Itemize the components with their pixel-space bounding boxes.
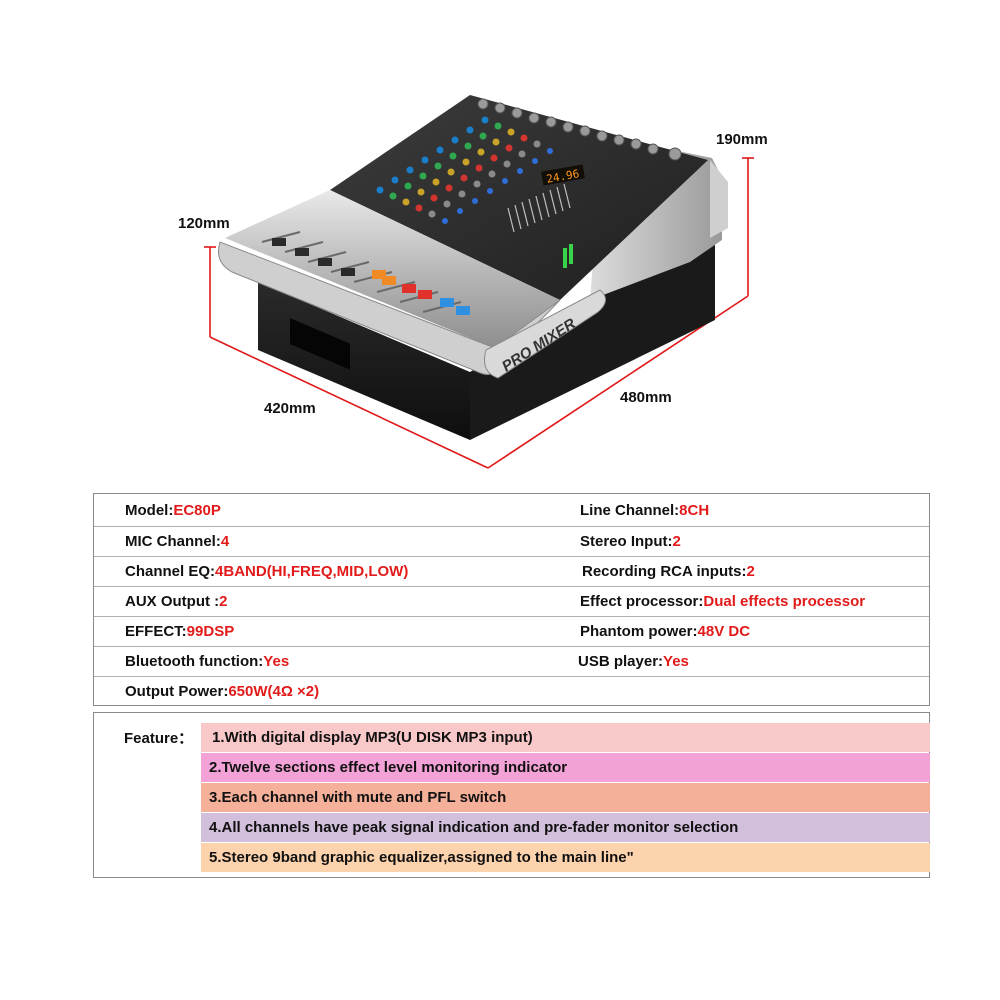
dimension-lines [204, 157, 754, 469]
spec-line-channel: Line Channel:8CH [580, 502, 710, 519]
graphic-eq [507, 183, 571, 233]
spec-row: EFFECT:99DSP Phantom power:48V DC [94, 616, 929, 646]
faders [261, 231, 470, 315]
spec-effect-processor: Effect processor:Dual effects processor [580, 593, 866, 610]
spec-bluetooth: Bluetooth function:Yes [125, 653, 290, 670]
spec-phantom-power: Phantom power:48V DC [580, 623, 751, 640]
spec-stereo-input: Stereo Input:2 [580, 533, 681, 550]
spec-mic-channel: MIC Channel:4 [125, 533, 230, 550]
level-meter [563, 244, 573, 268]
dimension-label-width: 480mm [620, 389, 672, 406]
spec-usb-player: USB player:Yes [578, 653, 689, 670]
dimension-label-front-height: 120mm [178, 215, 230, 232]
spec-row: Output Power:650W(4Ω ×2) [94, 676, 929, 706]
feature-box: Feature： 1.With digital display MP3(U DI… [93, 712, 930, 878]
display-readout: 24.96 [545, 167, 580, 186]
spec-row: AUX Output :2 Effect processor:Dual effe… [94, 586, 929, 616]
fader-bay [225, 190, 560, 348]
spec-recording-rca: Recording RCA inputs:2 [582, 563, 755, 580]
mixer-product-image: 24.96 PRO MIXER [204, 95, 754, 469]
mixer-base [258, 225, 715, 440]
spec-row: MIC Channel:4 Stereo Input:2 [94, 526, 929, 556]
spec-effect: EFFECT:99DSP [125, 623, 235, 640]
dimension-label-back-height: 190mm [716, 131, 768, 148]
spec-channel-eq: Channel EQ:4BAND(HI,FREQ,MID,LOW) [125, 563, 409, 580]
jack-row [477, 98, 682, 161]
spec-model: Model:EC80P [125, 502, 221, 519]
feature-label: Feature： [124, 730, 194, 747]
feature-item: 2.Twelve sections effect level monitorin… [201, 753, 930, 782]
spec-aux-output: AUX Output :2 [125, 593, 228, 610]
spec-row: Bluetooth function:Yes USB player:Yes [94, 646, 929, 676]
spec-table: Model:EC80P Line Channel:8CH MIC Channel… [93, 493, 930, 706]
dimension-label-depth: 420mm [264, 400, 316, 417]
spec-output-power: Output Power:650W(4Ω ×2) [125, 683, 320, 700]
spec-row: Channel EQ:4BAND(HI,FREQ,MID,LOW) Record… [94, 556, 929, 586]
feature-item: 4.All channels have peak signal indicati… [201, 813, 930, 842]
feature-item: 1.With digital display MP3(U DISK MP3 in… [201, 723, 930, 752]
feature-item: 3.Each channel with mute and PFL switch [201, 783, 930, 812]
knob-grid [376, 116, 553, 224]
digital-display [541, 164, 585, 186]
top-panel [330, 95, 708, 300]
spec-row: Model:EC80P Line Channel:8CH [94, 496, 929, 526]
feature-item: 5.Stereo 9band graphic equalizer,assigne… [201, 843, 930, 872]
